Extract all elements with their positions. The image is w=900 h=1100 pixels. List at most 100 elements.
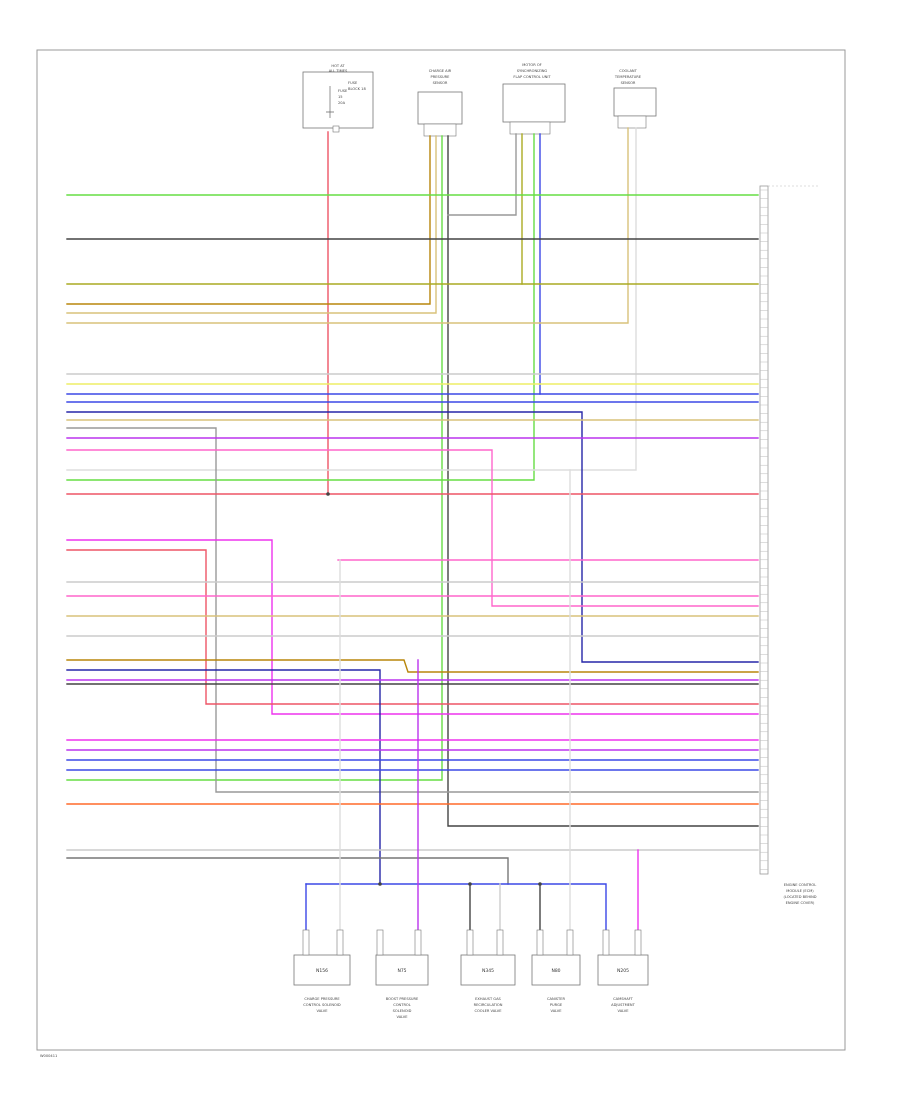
ecm-label-line-1: ENGINE CONTROL [784, 883, 816, 887]
wire-bottom-bus-2 [305, 883, 607, 931]
valve-2-label-3: SOLENOID [393, 1009, 412, 1013]
charge-air-sensor-component: CHARGE AIR PRESSURE SENSOR [417, 69, 463, 137]
wire-h-black-3 [66, 857, 509, 885]
fuse-relay-component: HOT AT ALL TIMES FUSE 15 20A FUSE BLOCK … [302, 64, 374, 133]
stub-2a [376, 929, 384, 956]
fuse-inner-2: 15 [338, 95, 343, 99]
egr-cooler-valve: N345 EXHAUST GAS RECIRCULATION COOLER VA… [460, 954, 516, 1013]
valve-4-box [531, 954, 581, 986]
stub-4a [536, 929, 544, 956]
stub-1a [302, 929, 310, 956]
ecm-connector [759, 185, 820, 875]
sensor-b-connector [509, 121, 551, 135]
bottom-components: N156 CHARGE PRESSURE CONTROL SOLENOID VA… [293, 954, 649, 1019]
ecm-connector-body [759, 185, 769, 875]
wire-h-navy-1 [66, 411, 759, 663]
fuse-label-2: ALL TIMES [329, 69, 348, 73]
charge-pressure-solenoid: N156 CHARGE PRESSURE CONTROL SOLENOID VA… [293, 954, 351, 1013]
wire-sensor-b-3 [66, 133, 535, 481]
sensor-a-label-1: CHARGE AIR [429, 69, 452, 73]
solenoid-1-box [293, 954, 351, 986]
sensor-c-connector [617, 115, 647, 129]
valve-3-box [460, 954, 516, 986]
fuse-symbol [326, 86, 334, 118]
solenoid-1-label-2: CONTROL SOLENOID [303, 1003, 341, 1007]
sensor-b-label-3: FLAP CONTROL UNIT [513, 75, 551, 79]
wire-sensor-a-4 [447, 135, 759, 827]
solenoid-1-label-1: CHARGE PRESSURE [304, 997, 340, 1001]
wire-sensor-a-3 [66, 135, 443, 781]
wire-h-pink-1 [66, 449, 759, 607]
fuse-inner-1: FUSE [338, 89, 348, 93]
valve-4-label-2: PURGE [550, 1003, 563, 1007]
sensor-c-box [613, 87, 657, 117]
synchronizing-flap-motor-component: MOTOR OF SYNCHRONIZING FLAP CONTROL UNIT [502, 63, 566, 135]
wire-sensor-a-1 [66, 135, 431, 305]
wire-h-magenta-1 [66, 539, 759, 715]
valve-2-code: N75 [397, 968, 406, 974]
valve-3-label-3: COOLER VALVE [474, 1009, 502, 1013]
canister-purge-valve: N80 CANISTER PURGE VALVE [531, 954, 581, 1013]
valve-3-code: N345 [482, 968, 494, 974]
valve-5-label-1: CAMSHAFT [613, 997, 634, 1001]
stub-1b [336, 929, 344, 956]
ecm-label-line-2: MODULE (ECM) [786, 889, 814, 893]
wire-harness [66, 127, 759, 931]
wire-sensor-a-2 [66, 135, 437, 314]
diagram-border [36, 49, 846, 1051]
wire-sensor-c-2 [66, 127, 637, 471]
page-code: W000411 [40, 1054, 57, 1058]
valve-2-label-2: CONTROL [393, 1003, 411, 1007]
boost-pressure-valve: N75 BOOST PRESSURE CONTROL SOLENOID VALV… [375, 954, 429, 1019]
valve-5-label-2: ADJUSTMENT [611, 1003, 635, 1007]
wire-sensor-b-1 [447, 133, 517, 216]
valve-4-label-1: CANISTER [547, 997, 565, 1001]
stub-3b [496, 929, 504, 956]
ecm-label-line-3: (LOCATED BEHIND [783, 895, 816, 899]
valve-4-code: N80 [551, 968, 560, 974]
fuse-terminal [332, 125, 340, 133]
stub-4b [566, 929, 574, 956]
fuse-side-2: BLOCK 18 [348, 87, 366, 91]
sensor-a-label-3: SENSOR [433, 81, 448, 85]
stub-5b [634, 929, 642, 956]
sensor-b-label-1: MOTOR OF [522, 63, 542, 67]
sensor-c-label-2: TEMPERATURE [614, 75, 642, 79]
fuse-inner-3: 20A [338, 101, 346, 105]
wire-h-gray-2 [66, 427, 759, 793]
ecm-pin-ticks [760, 189, 768, 870]
splice-points [326, 492, 542, 886]
splice-bus-1 [378, 882, 382, 886]
wire-h-red-2 [66, 549, 759, 705]
splice-red [326, 492, 330, 496]
sensor-c-label-1: COOLANT [619, 69, 637, 73]
solenoid-1-label-3: VALVE [316, 1009, 328, 1013]
solenoid-1-code: N156 [316, 968, 328, 974]
actuator-connectors [302, 929, 642, 956]
valve-2-label-1: BOOST PRESSURE [386, 997, 419, 1001]
splice-bus-2 [468, 882, 472, 886]
camshaft-adjustment-valve: N205 CAMSHAFT ADJUSTMENT VALVE [597, 954, 649, 1013]
valve-2-box [375, 954, 429, 986]
wire-sensor-c-1 [66, 127, 629, 324]
sensor-a-box [417, 91, 463, 125]
ecm-label-line-4: ENGINE COVER) [786, 901, 815, 905]
fuse-label-1: HOT AT [331, 64, 345, 68]
valve-3-label-1: EXHAUST GAS [475, 997, 501, 1001]
stub-3a [466, 929, 474, 956]
valve-5-box [597, 954, 649, 986]
splice-bus-3 [538, 882, 542, 886]
valve-5-label-3: VALVE [617, 1009, 629, 1013]
sensor-b-box [502, 83, 566, 123]
valve-4-label-3: VALVE [550, 1009, 562, 1013]
sensor-b-label-2: SYNCHRONIZING [517, 69, 548, 73]
fuse-box [302, 71, 374, 129]
sensor-c-label-3: SENSOR [621, 81, 636, 85]
coolant-temperature-sensor-component: COOLANT TEMPERATURE SENSOR [613, 69, 657, 129]
sensor-a-connector [423, 123, 457, 137]
stub-2b [414, 929, 422, 956]
valve-5-code: N205 [617, 968, 629, 974]
valve-2-label-4: VALVE [396, 1015, 408, 1019]
ecm-label: ENGINE CONTROL MODULE (ECM) (LOCATED BEH… [783, 883, 816, 905]
